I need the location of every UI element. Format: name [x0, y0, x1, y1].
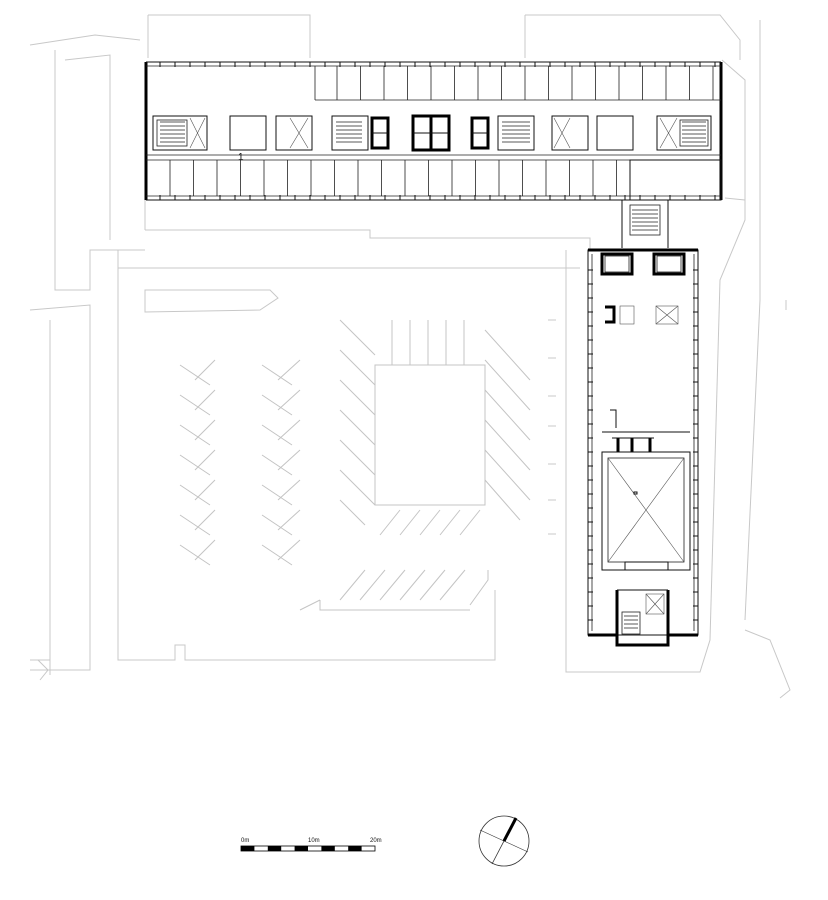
- scale-tick-0: 0m: [241, 838, 249, 844]
- right-wing: [587, 248, 699, 647]
- scale-segment: [267, 846, 282, 851]
- scale-segment: [294, 846, 308, 851]
- scale-segment: [321, 846, 335, 851]
- scale-bar: 0m 10m 20m: [240, 838, 382, 852]
- scale-segment: [241, 846, 255, 851]
- north-arrow-icon: [478, 815, 530, 867]
- scale-segment: [348, 846, 362, 851]
- upper-wing: 1: [144, 61, 723, 248]
- room-label: 1: [238, 152, 244, 163]
- scale-tick-10: 10m: [308, 838, 320, 844]
- scale-tick-20: 20m: [370, 838, 382, 844]
- courtyard: [374, 364, 486, 506]
- parking-area: [179, 319, 531, 611]
- site-context: [29, 14, 791, 699]
